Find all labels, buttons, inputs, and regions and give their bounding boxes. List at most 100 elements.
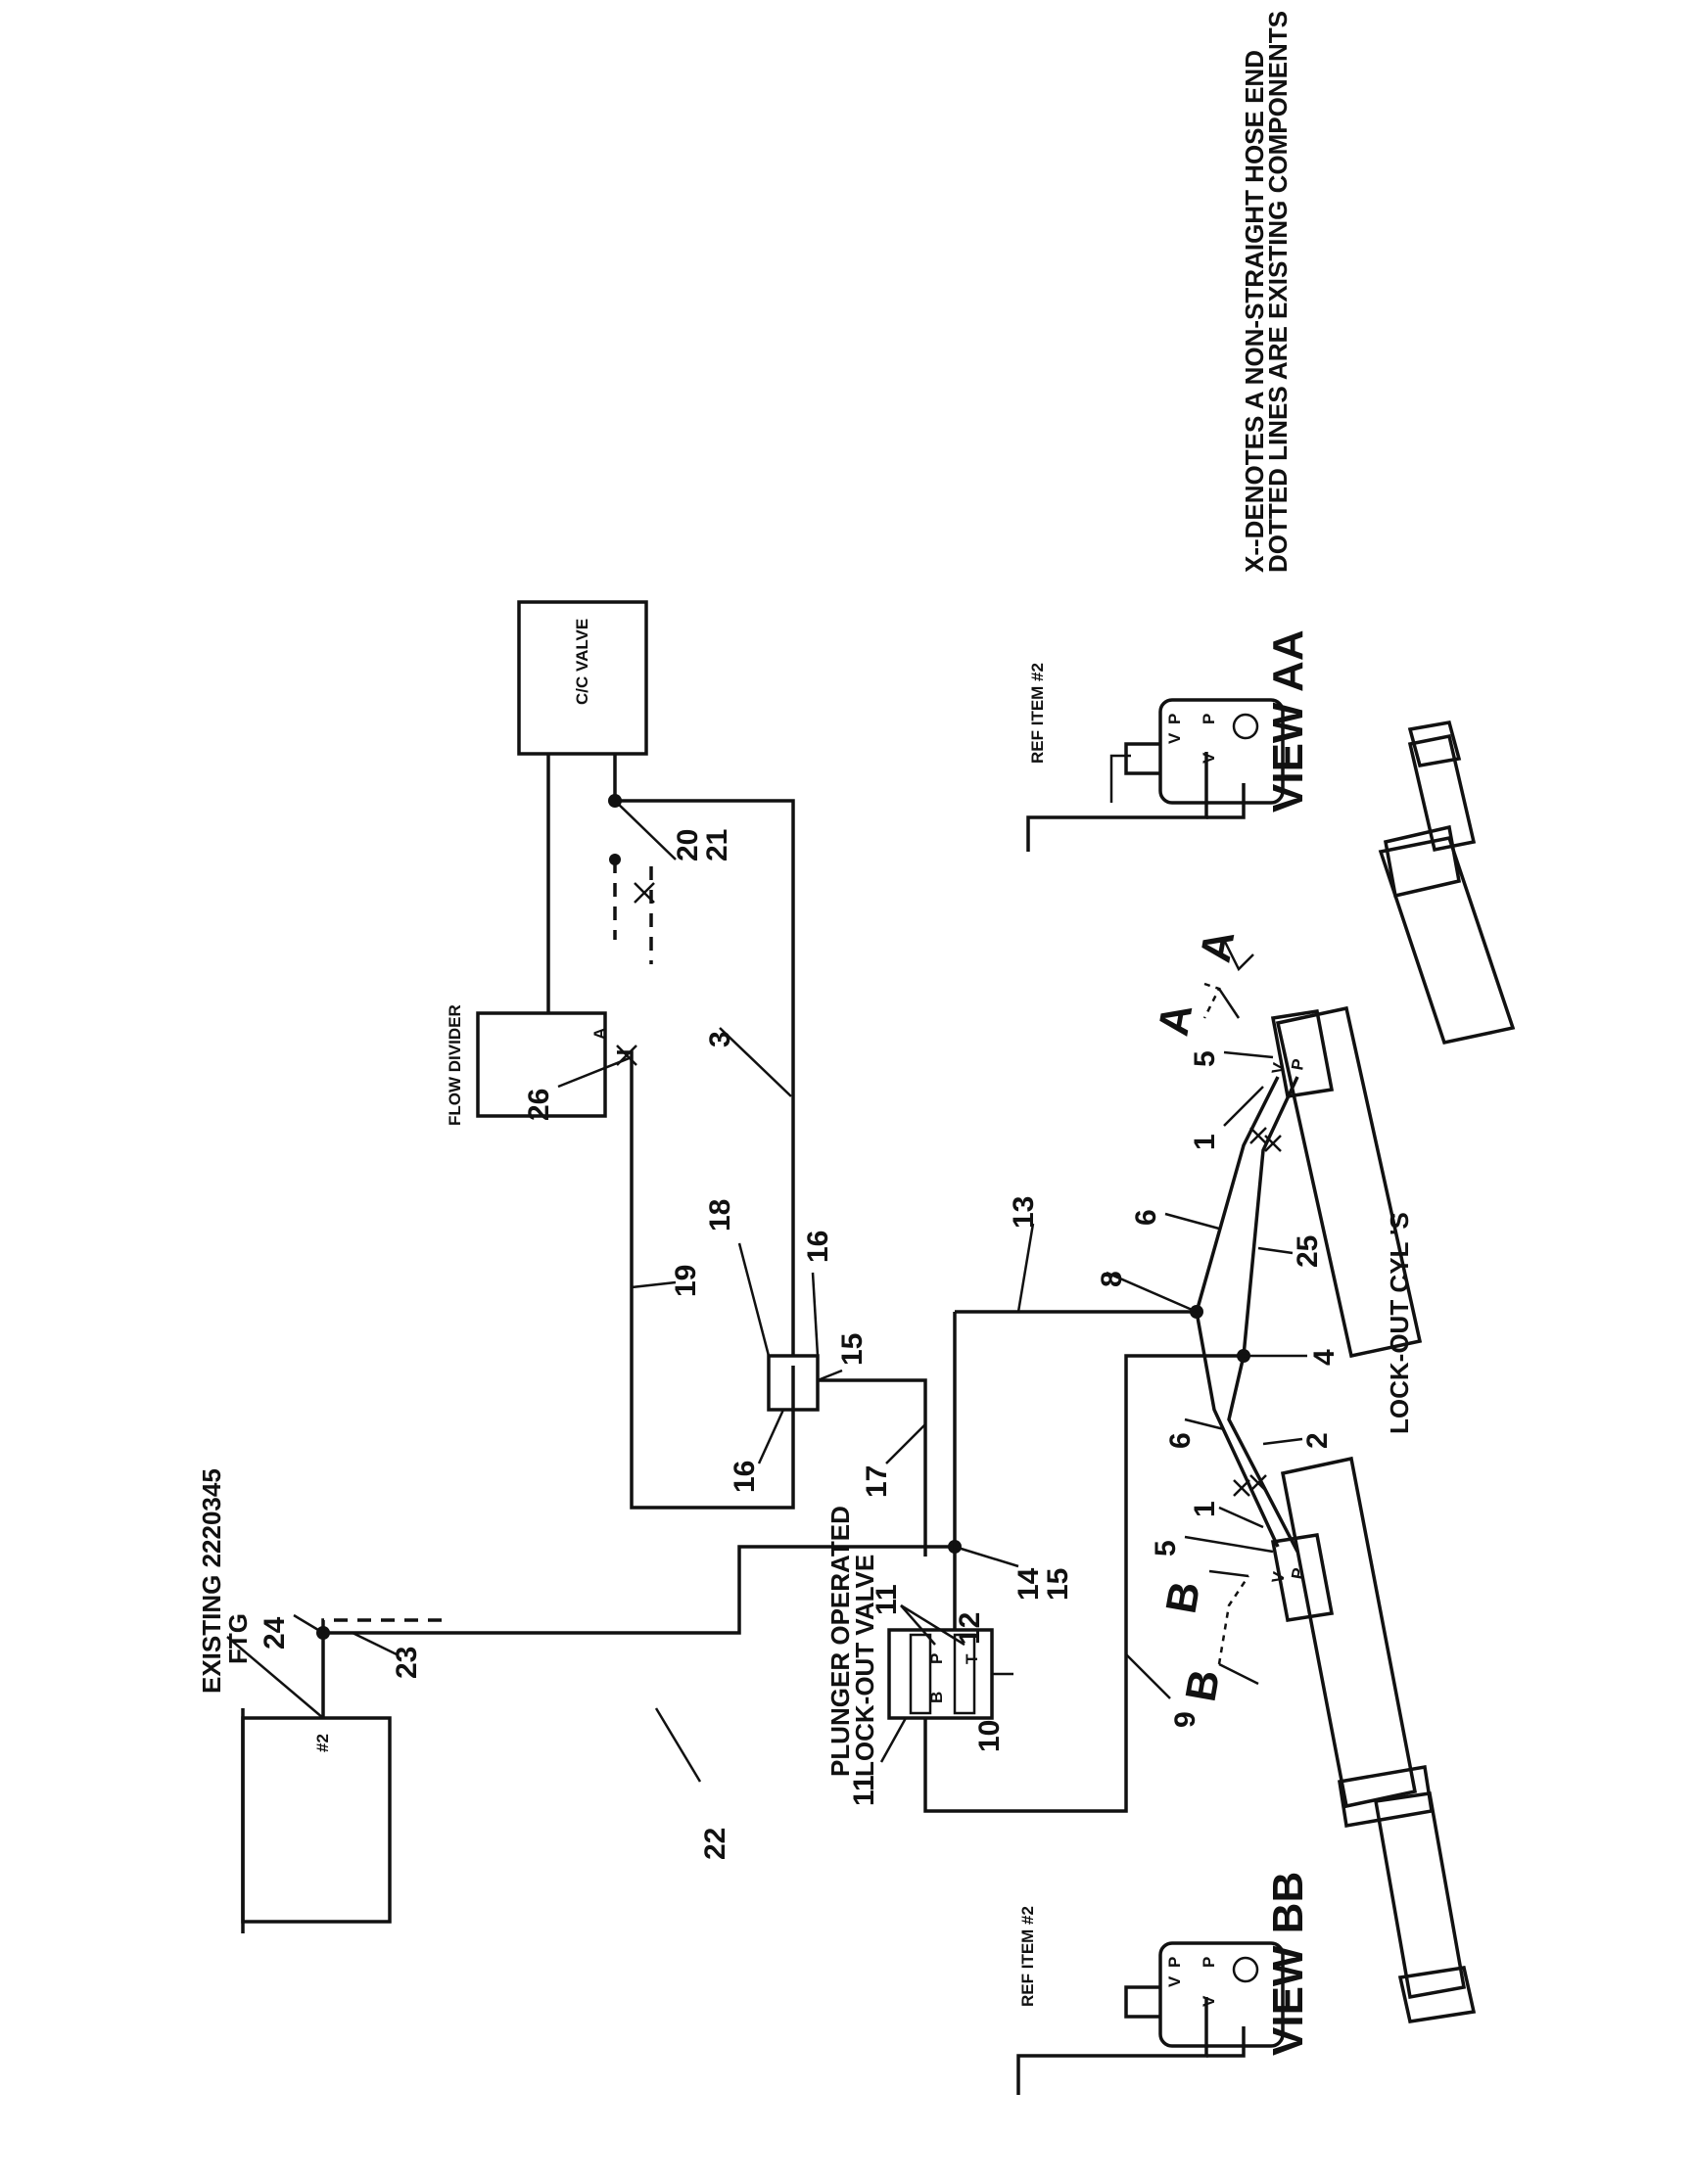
flow-divider-label: FLOW DIVIDER bbox=[446, 1004, 464, 1126]
lockout-valve: P B T PLUNGER OPERATED LOCK-OUT VALVE bbox=[825, 1506, 1013, 1777]
line-22 bbox=[321, 1545, 955, 1718]
item-6-lower: 6 bbox=[1164, 1432, 1197, 1449]
item-5-upper: 5 bbox=[1189, 1050, 1221, 1067]
cc-valve: C/C VALVE bbox=[517, 600, 648, 756]
item-2: 2 bbox=[1301, 1432, 1334, 1449]
existing-label: EXISTING 2220345 bbox=[197, 1468, 226, 1694]
view-bb-ref: REF ITEM #2 bbox=[1018, 1906, 1037, 2007]
lockout-valve-label-1: PLUNGER OPERATED bbox=[825, 1506, 855, 1777]
cc-valve-label: C/C VALVE bbox=[573, 619, 591, 705]
item-8: 8 bbox=[1096, 1271, 1128, 1287]
item-6-upper: 6 bbox=[1130, 1209, 1162, 1226]
svg-text:P: P bbox=[1200, 1957, 1218, 1968]
view-aa: V P V P REF ITEM #2 VIEW AA bbox=[1026, 629, 1312, 852]
view-aa-block bbox=[1158, 698, 1285, 805]
item-5-lower: 5 bbox=[1150, 1540, 1182, 1557]
tank-port-label: #2 bbox=[313, 1734, 332, 1752]
cylinder-upper-body bbox=[1275, 1005, 1423, 1359]
view-bb-ref-line bbox=[1016, 1997, 1208, 2095]
cylinder-lower-port-block bbox=[1270, 1533, 1335, 1622]
view-bb-block bbox=[1158, 1941, 1285, 2048]
item-19: 19 bbox=[670, 1265, 702, 1297]
hose-25-2 bbox=[1227, 1076, 1299, 1553]
item-number-labels: 20 21 3 26 18 19 16 15 16 17 13 14 15 12… bbox=[259, 829, 1341, 1860]
leader-existing bbox=[226, 1636, 324, 1719]
existing-dashed-lines bbox=[609, 854, 655, 964]
cylinder-lower-rod bbox=[1373, 1791, 1467, 2000]
section-arrows-a: A A bbox=[1150, 927, 1254, 1040]
lockout-cylinder-upper: V P bbox=[1268, 720, 1516, 1359]
item-26: 26 bbox=[523, 1089, 555, 1121]
item-21: 21 bbox=[701, 829, 733, 861]
lockout-port-b: B bbox=[927, 1692, 946, 1703]
manifold-block bbox=[767, 1354, 820, 1412]
item-10: 10 bbox=[973, 1720, 1006, 1752]
item-11-lower: 11 bbox=[848, 1775, 880, 1806]
section-mark-b-lower: B bbox=[1177, 1666, 1230, 1705]
item-15-upper: 15 bbox=[836, 1333, 869, 1366]
flow-divider-body bbox=[476, 1011, 607, 1118]
item-12: 12 bbox=[954, 1612, 986, 1645]
hose-end-marks bbox=[1233, 1127, 1282, 1497]
section-mark-b-upper: B bbox=[1157, 1578, 1210, 1617]
item-25: 25 bbox=[1292, 1235, 1324, 1268]
svg-text:V: V bbox=[1165, 732, 1184, 744]
cylinder-lower-rod-end bbox=[1397, 1966, 1477, 2023]
cylinder-upper-port-block bbox=[1270, 1009, 1335, 1098]
flow-divider: FLOW DIVIDER A bbox=[446, 1004, 609, 1126]
item-17: 17 bbox=[861, 1465, 893, 1498]
note-dotted-lines: DOTTED LINES ARE EXISTING COMPONENTS bbox=[1263, 11, 1293, 573]
item-4: 4 bbox=[1308, 1349, 1341, 1366]
lockout-valve-label-2: LOCK-OUT VALVE bbox=[850, 1555, 879, 1777]
svg-text:V: V bbox=[1200, 752, 1218, 764]
item-1-lower: 1 bbox=[1189, 1501, 1221, 1517]
item-23: 23 bbox=[391, 1647, 423, 1679]
svg-text:P: P bbox=[1288, 1057, 1308, 1071]
item-16-upper: 16 bbox=[802, 1231, 834, 1263]
cylinder-upper-gland bbox=[1383, 824, 1462, 899]
svg-text:P: P bbox=[1165, 714, 1184, 724]
cylinder-upper-rod-end bbox=[1407, 720, 1462, 767]
line-15-17 bbox=[818, 1378, 927, 1557]
svg-text:V: V bbox=[1268, 1570, 1289, 1585]
svg-text:P: P bbox=[1200, 714, 1218, 724]
lockout-cyls-label: LOCK-OUT CYL 'S bbox=[1385, 1212, 1414, 1434]
item-24: 24 bbox=[259, 1616, 291, 1650]
section-mark-a-lower: A bbox=[1150, 1000, 1202, 1040]
item-1-upper: 1 bbox=[1189, 1134, 1221, 1150]
cylinder-lower-gland bbox=[1338, 1764, 1434, 1829]
leader-20-21 bbox=[614, 800, 677, 860]
cylinder-upper-barrel bbox=[1378, 835, 1516, 1046]
item-16-lower: 16 bbox=[729, 1461, 761, 1493]
item-14: 14 bbox=[1012, 1567, 1045, 1601]
cc-valve-body bbox=[517, 600, 648, 756]
svg-text:V: V bbox=[1165, 1975, 1184, 1987]
line-9-10 bbox=[923, 1354, 1244, 1813]
section-mark-a-upper: A bbox=[1192, 927, 1245, 966]
view-bb-title: VIEW BB bbox=[1264, 1872, 1312, 2056]
lockout-cylinder-lower: V P bbox=[1268, 1456, 1477, 2023]
svg-text:V: V bbox=[1268, 1061, 1289, 1076]
item-9: 9 bbox=[1169, 1711, 1201, 1728]
item-20: 20 bbox=[672, 829, 704, 861]
cylinder-lower-body bbox=[1280, 1456, 1418, 1809]
view-aa-title: VIEW AA bbox=[1264, 629, 1312, 813]
note-hose-end: X--DENOTES A NON-STRAIGHT HOSE END bbox=[1240, 50, 1269, 573]
item-15-lower: 15 bbox=[1042, 1568, 1074, 1601]
view-aa-ref-line bbox=[1026, 752, 1208, 852]
view-aa-ref: REF ITEM #2 bbox=[1028, 663, 1047, 764]
item-11-upper: 11 bbox=[871, 1584, 903, 1615]
cylinder-upper-rod bbox=[1407, 733, 1477, 853]
line-19-26 bbox=[617, 1050, 795, 1510]
line-3 bbox=[613, 754, 795, 1356]
flow-divider-port-a: A bbox=[590, 1028, 609, 1040]
general-notes: X--DENOTES A NON-STRAIGHT HOSE END DOTTE… bbox=[1240, 11, 1293, 573]
svg-text:P: P bbox=[1165, 1957, 1184, 1968]
lockout-port-t: T bbox=[963, 1653, 981, 1664]
item-13: 13 bbox=[1008, 1196, 1040, 1229]
svg-text:V: V bbox=[1200, 1995, 1218, 2007]
svg-text:P: P bbox=[1288, 1566, 1308, 1580]
section-arrows-b: B B bbox=[1157, 1569, 1259, 1705]
